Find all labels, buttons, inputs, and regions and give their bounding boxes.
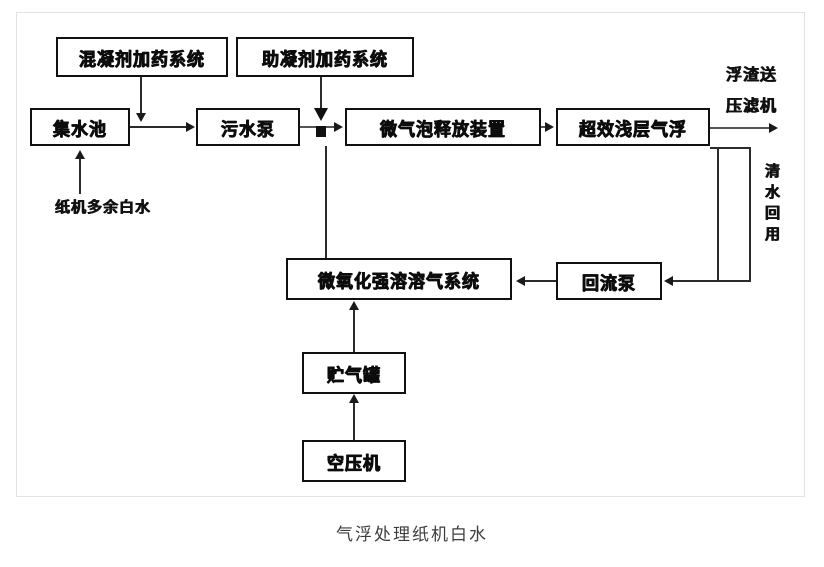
node-sewage-pump-label: 污水泵 [221,119,275,141]
node-coagulant-dosing-label: 混凝剂加药系统 [79,49,205,71]
label-scum-out-line2: 压滤机 [726,96,778,115]
node-gas-storage-tank[interactable]: 贮气罐 [302,352,406,394]
connector-clearwater-down [749,147,751,281]
node-gas-storage-tank-label: 贮气罐 [327,365,381,387]
connector-compressor-to-tank [353,402,355,440]
node-shallow-air-flotation[interactable]: 超效浅层气浮 [556,108,710,146]
connector-dissolving-up-to-microbubble [325,146,327,258]
node-collection-tank-label: 集水池 [53,119,107,141]
node-micro-oxidation-dissolving-label: 微氧化强溶溶气系统 [318,271,480,293]
arrowhead-inflow-up [75,150,85,159]
node-microbubble-release[interactable]: 微气泡释放装置 [345,108,541,146]
arrowhead-coagulant-down [136,113,146,122]
figure-caption: 气浮处理纸机白水 [336,525,488,545]
arrowhead-reflux-to-dissolving [516,276,525,286]
label-inflow: 纸机多余白水 [55,198,152,216]
node-reflux-pump[interactable]: 回流泵 [556,262,662,300]
connector-flocculant-down [320,77,322,109]
node-reflux-pump-label: 回流泵 [582,273,636,295]
node-air-compressor-label: 空压机 [327,453,381,475]
arrowhead-tank-to-pump [186,122,195,132]
node-collection-tank[interactable]: 集水池 [30,108,130,146]
connector-recycle-to-reflux-pump [672,280,751,282]
arrowhead-tank-to-dissolving [349,301,359,310]
connector-tank-to-pump [130,126,188,128]
arrowhead-flotation-to-scum [769,123,778,133]
node-sewage-pump[interactable]: 污水泵 [196,108,300,146]
connector-flotation-branch-h [710,147,751,149]
node-flocculant-dosing[interactable]: 助凝剂加药系统 [236,37,414,77]
node-flocculant-dosing-label: 助凝剂加药系统 [262,49,388,71]
arrowhead-valve-to-microbubble [334,122,343,132]
connector-reflux-to-dissolving [524,280,556,282]
arrowhead-microbubble-to-flotation [545,122,554,132]
node-microbubble-release-label: 微气泡释放装置 [380,119,506,141]
connector-coagulant-down [140,77,142,115]
node-shallow-air-flotation-label: 超效浅层气浮 [579,119,687,141]
connector-inflow-up [79,158,81,194]
arrowhead-recycle-to-reflux-pump [664,276,673,286]
connector-tank-to-dissolving [353,310,355,352]
connector-valve-to-microbubble [326,126,337,128]
label-scum-out-line1: 浮渣送 [726,65,778,84]
valve-body-icon [316,126,326,137]
node-micro-oxidation-dissolving[interactable]: 微氧化强溶溶气系统 [286,258,512,300]
connector-recycle-down [717,147,719,281]
valve-icon [314,108,328,121]
node-coagulant-dosing[interactable]: 混凝剂加药系统 [56,37,228,77]
label-clear-water-reuse: 清水回用 [763,163,781,247]
connector-flotation-to-scum [710,127,772,129]
diagram-outer-frame [16,12,805,497]
connector-microbubble-to-flotation [541,126,547,128]
connector-pump-to-valve [300,126,316,128]
arrowhead-compressor-to-tank [349,394,359,403]
node-air-compressor[interactable]: 空压机 [302,440,406,482]
